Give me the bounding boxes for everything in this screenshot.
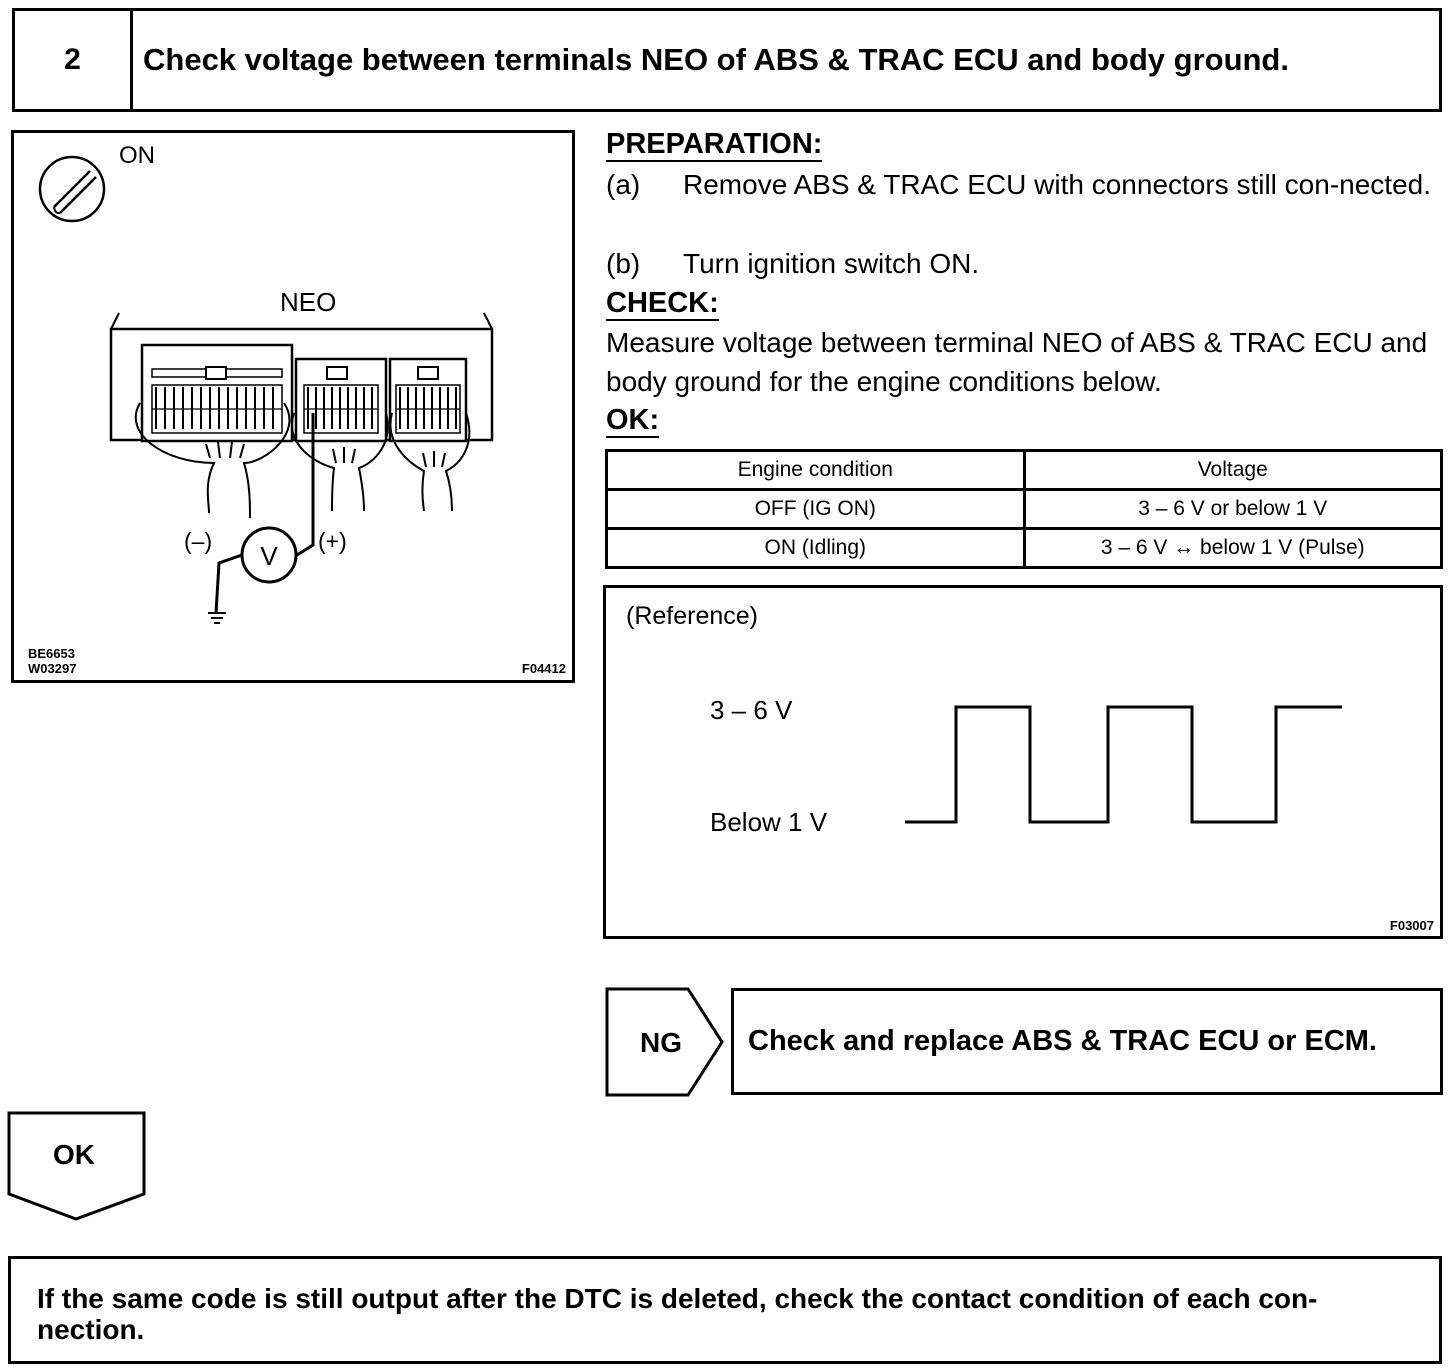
ecu-connector-diagram: ON NEO [28, 142, 566, 676]
step-title: Check voltage between terminals NEO of A… [143, 42, 1289, 77]
table-row: OFF (IG ON) 3 – 6 V or below 1 V [605, 488, 1443, 530]
table-cell: ON (Idling) [605, 527, 1026, 569]
neo-label: NEO [280, 287, 336, 317]
ok-tag-label: OK [53, 1139, 95, 1170]
check-heading: CHECK: [606, 287, 719, 321]
wiring-figure: ON NEO [11, 130, 575, 683]
ng-arrow-tag: NG [605, 987, 724, 1097]
check-text: Measure voltage between terminal NEO of … [606, 327, 1428, 397]
step-header: 2 Check voltage between terminals NEO of… [12, 8, 1442, 112]
prep-step-b-text: Turn ignition switch ON. [683, 248, 980, 279]
ignition-key-icon [38, 155, 106, 223]
positive-probe-label: (+) [318, 528, 347, 554]
wire-harness [134, 402, 471, 519]
ng-tag-label: NG [640, 1027, 682, 1058]
spec-table: Engine condition Voltage OFF (IG ON) 3 –… [605, 449, 1443, 569]
table-cell: OFF (IG ON) [605, 488, 1026, 530]
table-row: ON (Idling) 3 – 6 V ↔ below 1 V (Pulse) [605, 527, 1443, 569]
figure-code-2: W03297 [28, 661, 76, 676]
ok-arrow-tag: OK [7, 1111, 146, 1221]
prep-step-a: (a) Remove ABS & TRAC ECU with connector… [606, 165, 1442, 245]
ignition-on-label: ON [119, 142, 155, 169]
table-cell: 3 – 6 V ↔ below 1 V (Pulse) [1022, 527, 1443, 569]
low-level-label: Below 1 V [710, 807, 828, 837]
ok-heading: OK: [606, 404, 660, 438]
prep-step-b: (b) Turn ignition switch ON. [606, 244, 1442, 284]
reference-label: (Reference) [626, 602, 758, 630]
connector-1 [140, 343, 294, 443]
probe-wires [214, 413, 315, 614]
step-number: 2 [15, 11, 133, 109]
negative-probe-label: (–) [184, 528, 212, 554]
connector-2 [294, 357, 388, 443]
ng-action-box: Check and replace ABS & TRAC ECU or ECM. [731, 988, 1443, 1095]
reference-figure-code: F03007 [1390, 918, 1434, 933]
high-level-label: 3 – 6 V [710, 695, 793, 725]
table-header-row: Engine condition Voltage [605, 449, 1443, 491]
prep-step-b-label: (b) [606, 248, 641, 279]
voltmeter-label: V [260, 541, 278, 571]
table-cell: 3 – 6 V or below 1 V [1022, 488, 1443, 530]
reference-waveform-box: (Reference) 3 – 6 V Below 1 V F03007 [603, 585, 1443, 939]
voltmeter-icon: V [240, 526, 298, 584]
figure-code-1: BE6653 [28, 646, 75, 661]
footer-note: If the same code is still output after t… [8, 1256, 1442, 1364]
ground-icon [208, 612, 226, 624]
preparation-heading: PREPARATION: [606, 128, 823, 162]
prep-step-a-text: Remove ABS & TRAC ECU with connectors st… [683, 169, 1432, 200]
pulse-waveform: (Reference) 3 – 6 V Below 1 V F03007 [626, 602, 1434, 933]
prep-step-a-label: (a) [606, 169, 641, 200]
connector-3 [388, 357, 468, 443]
figure-code: F04412 [522, 661, 566, 676]
pulse-trace [905, 705, 1342, 824]
column-header-engine-condition: Engine condition [605, 449, 1026, 491]
column-header-voltage: Voltage [1022, 449, 1443, 491]
